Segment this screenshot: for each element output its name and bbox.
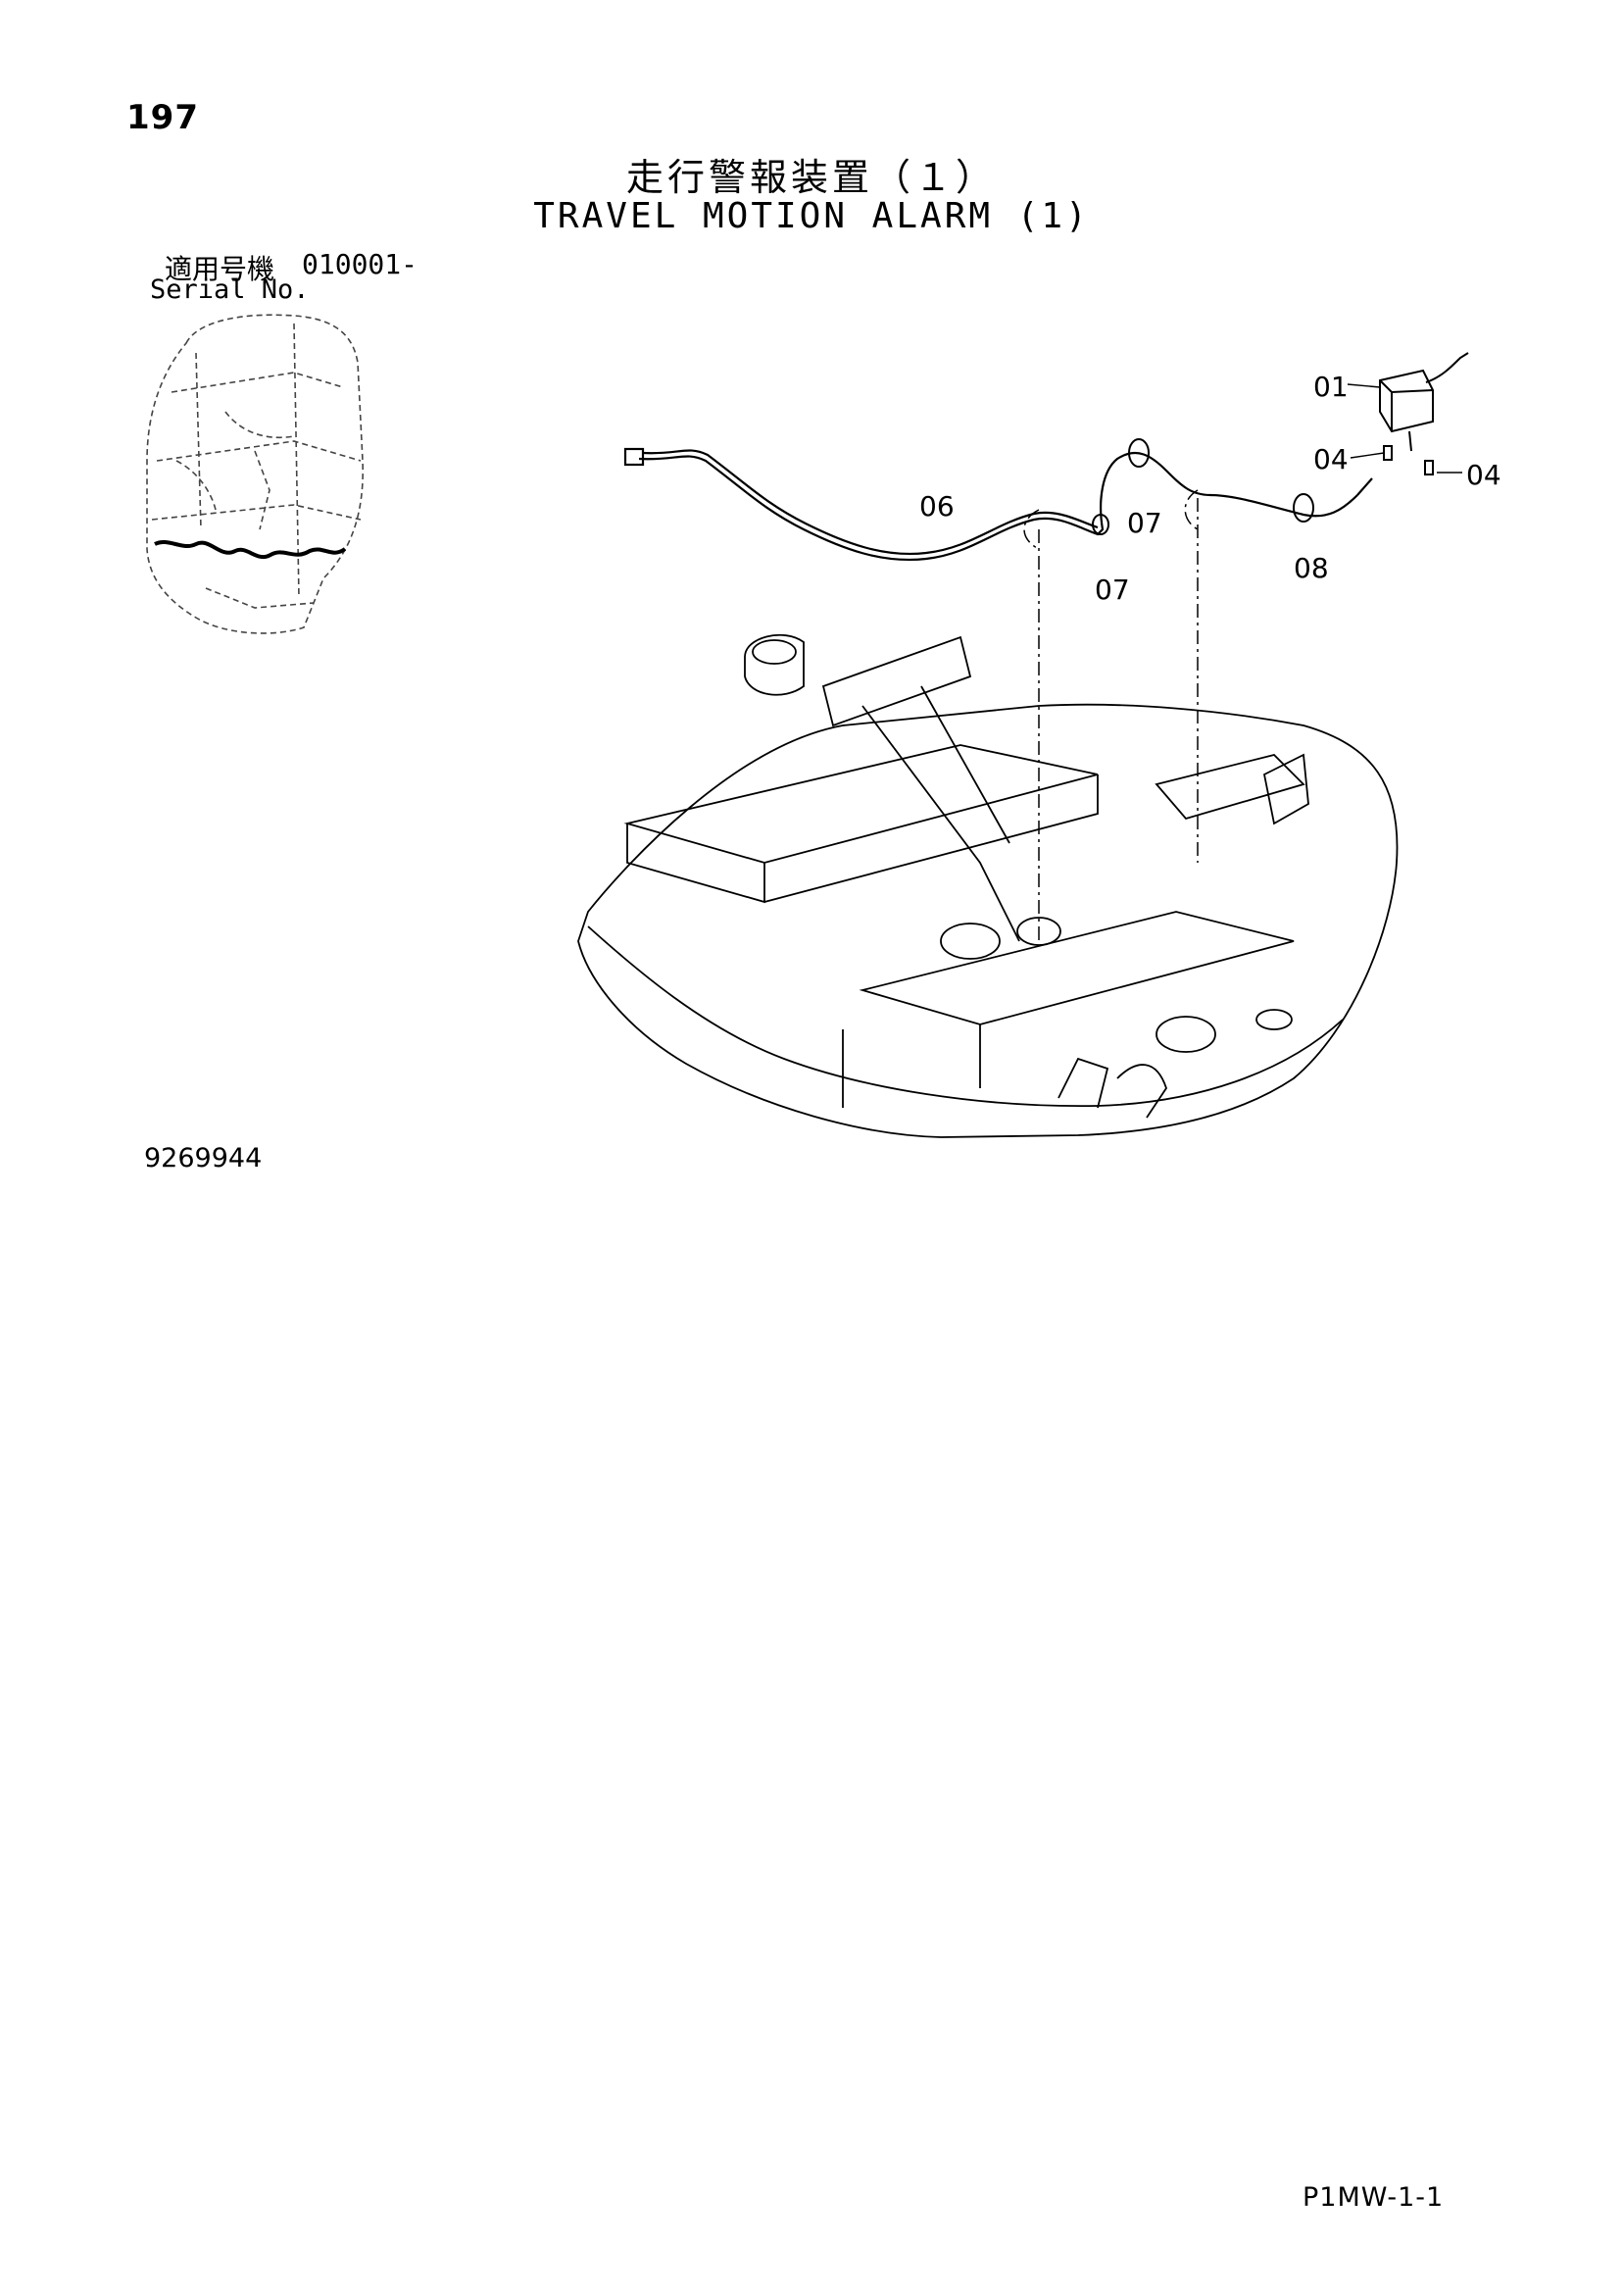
serial-label-japanese: 適用号機 [165,253,275,285]
harness-06 [638,452,1358,562]
callout-08: 08 [1294,552,1329,584]
alarm-unit-01 [1379,352,1469,452]
clamp-08 [1293,493,1314,523]
serial-range: 010001- [302,248,418,280]
drawing-number: 9269944 [144,1143,263,1173]
bolt-04 [1383,445,1434,475]
serial-label-english: Serial No. [150,275,310,305]
page-code: P1MW-1-1 [1303,2182,1445,2213]
page-title-japanese: 走行警報装置（１） [625,156,997,199]
callout-07: 07 [1095,574,1130,606]
callout-04: 04 [1313,443,1349,475]
callout-07: 07 [1127,507,1162,539]
callout-01: 01 [1313,371,1349,403]
callout-06: 06 [919,490,955,523]
page-number: 197 [126,98,199,137]
clamp-07 [1092,438,1150,535]
page-title-english: TRAVEL MOTION ALARM (1) [533,196,1090,236]
callout-04: 04 [1466,459,1501,491]
harness-route-highlight [154,540,347,559]
